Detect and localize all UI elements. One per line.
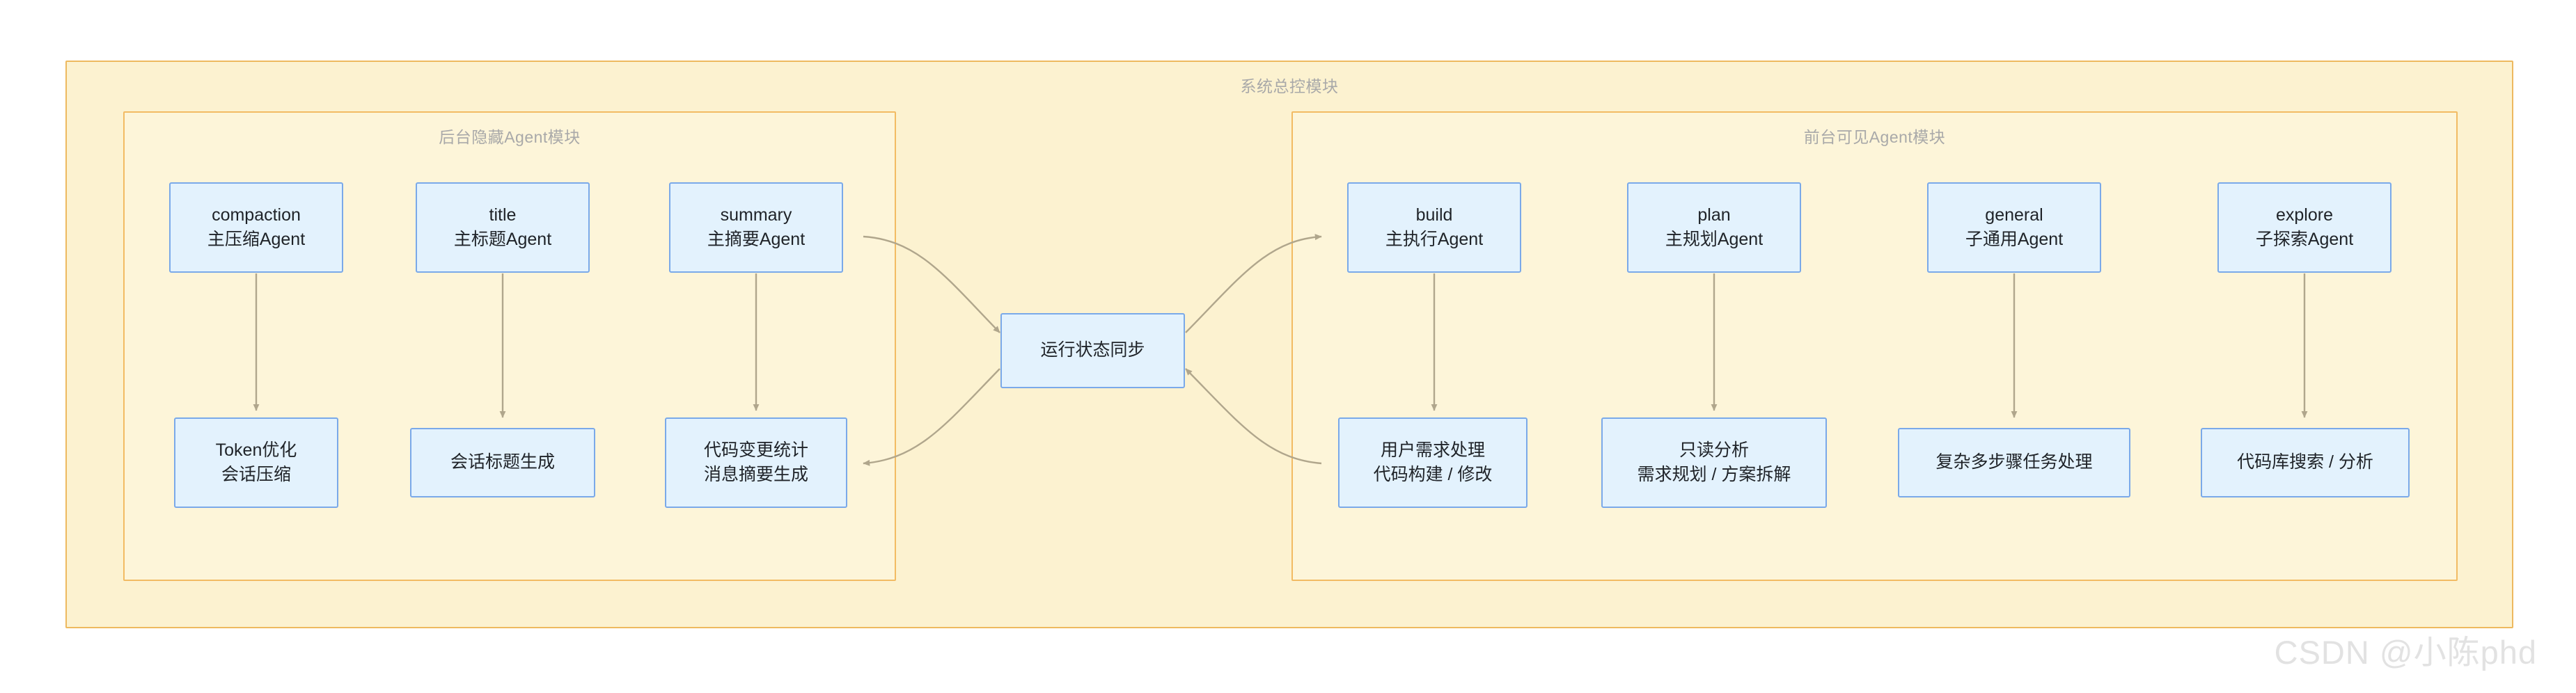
node-build-line1: build [1415, 205, 1453, 225]
node-explore-line2: 子探索Agent [2255, 230, 2354, 249]
node-summary-line2: 主摘要Agent [707, 230, 806, 249]
node-code-change-stats-line2: 消息摘要生成 [703, 465, 808, 484]
node-summary-line1: summary [720, 205, 792, 225]
node-compaction-line2: 主压缩Agent [207, 230, 306, 249]
node-title-line2: 主标题Agent [453, 230, 552, 249]
node-token-optimization[interactable]: Token优化 会话压缩 [174, 417, 338, 508]
node-runtime-state-sync[interactable]: 运行状态同步 [1000, 313, 1185, 388]
node-plan-line2: 主规划Agent [1665, 230, 1764, 249]
node-token-optimization-line2: 会话压缩 [221, 465, 291, 484]
node-session-title-generation-line1: 会话标题生成 [450, 452, 555, 472]
node-code-change-stats[interactable]: 代码变更统计 消息摘要生成 [665, 417, 847, 508]
node-session-title-generation[interactable]: 会话标题生成 [410, 428, 595, 497]
node-general[interactable]: general 子通用Agent [1927, 182, 2101, 273]
node-general-line2: 子通用Agent [1965, 230, 2064, 249]
node-complex-multistep-task[interactable]: 复杂多步骤任务处理 [1898, 428, 2130, 497]
node-plan-line1: plan [1697, 205, 1731, 225]
node-user-requirement-handling-line2: 代码构建 / 修改 [1373, 465, 1493, 484]
node-codebase-search-analysis-line1: 代码库搜索 / 分析 [2237, 452, 2373, 472]
node-plan[interactable]: plan 主规划Agent [1627, 182, 1801, 273]
cluster-background-agents-title: 后台隐藏Agent模块 [439, 128, 581, 146]
node-complex-multistep-task-line1: 复杂多步骤任务处理 [1935, 452, 2093, 472]
node-token-optimization-line1: Token优化 [215, 440, 297, 460]
node-title[interactable]: title 主标题Agent [416, 182, 590, 273]
node-codebase-search-analysis[interactable]: 代码库搜索 / 分析 [2201, 428, 2410, 497]
node-user-requirement-handling-line1: 用户需求处理 [1380, 440, 1485, 460]
node-compaction[interactable]: compaction 主压缩Agent [169, 182, 343, 273]
watermark: CSDN @小陈phd [2274, 634, 2537, 671]
node-title-line1: title [489, 205, 517, 225]
cluster-foreground-agents-title: 前台可见Agent模块 [1803, 128, 1946, 146]
node-build-line2: 主执行Agent [1385, 230, 1484, 249]
cluster-system-control-title: 系统总控模块 [1240, 77, 1339, 95]
node-compaction-line1: compaction [212, 205, 301, 225]
node-readonly-analysis-line2: 需求规划 / 方案拆解 [1637, 465, 1791, 484]
node-code-change-stats-line1: 代码变更统计 [703, 440, 808, 460]
node-build[interactable]: build 主执行Agent [1347, 182, 1521, 273]
node-readonly-analysis[interactable]: 只读分析 需求规划 / 方案拆解 [1601, 417, 1827, 508]
node-user-requirement-handling[interactable]: 用户需求处理 代码构建 / 修改 [1338, 417, 1527, 508]
node-explore[interactable]: explore 子探索Agent [2217, 182, 2392, 273]
node-runtime-state-sync-label: 运行状态同步 [1040, 340, 1145, 360]
node-readonly-analysis-line1: 只读分析 [1679, 440, 1749, 460]
node-summary[interactable]: summary 主摘要Agent [669, 182, 843, 273]
node-explore-line1: explore [2276, 205, 2333, 225]
node-general-line1: general [1985, 205, 2043, 225]
